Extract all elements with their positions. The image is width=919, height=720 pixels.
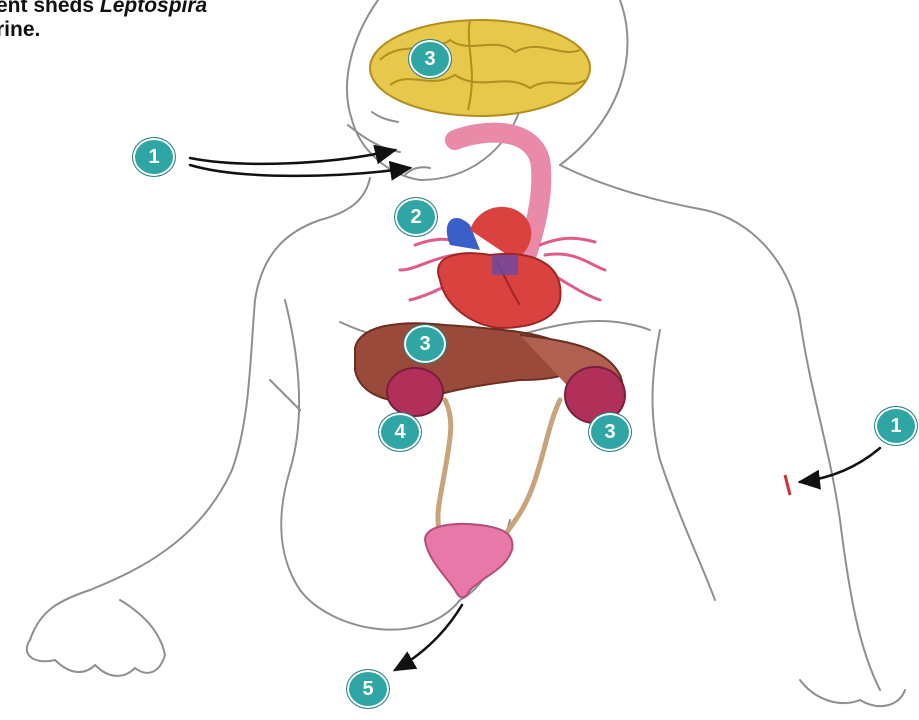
mouth-arrow-lower <box>190 165 410 176</box>
urine-arrow <box>395 605 462 670</box>
left-kidney-badge: 4 <box>379 413 421 451</box>
ureters <box>438 400 560 535</box>
left-kidney-illustration <box>387 368 443 416</box>
heart-badge: 2 <box>395 198 437 236</box>
brain-illustration <box>370 20 590 116</box>
bladder-badge: 5 <box>347 670 389 708</box>
arm-lesion <box>785 475 790 495</box>
liver-badge: 3 <box>404 325 446 363</box>
right-kidney-badge: 3 <box>589 413 631 451</box>
arm-badge: 1 <box>875 407 917 445</box>
mouth-arrow-upper <box>190 150 395 164</box>
bladder-illustration <box>425 524 513 598</box>
mouth-badge: 1 <box>133 138 175 176</box>
arm-arrow <box>800 448 880 482</box>
brain-badge: 3 <box>409 40 451 78</box>
